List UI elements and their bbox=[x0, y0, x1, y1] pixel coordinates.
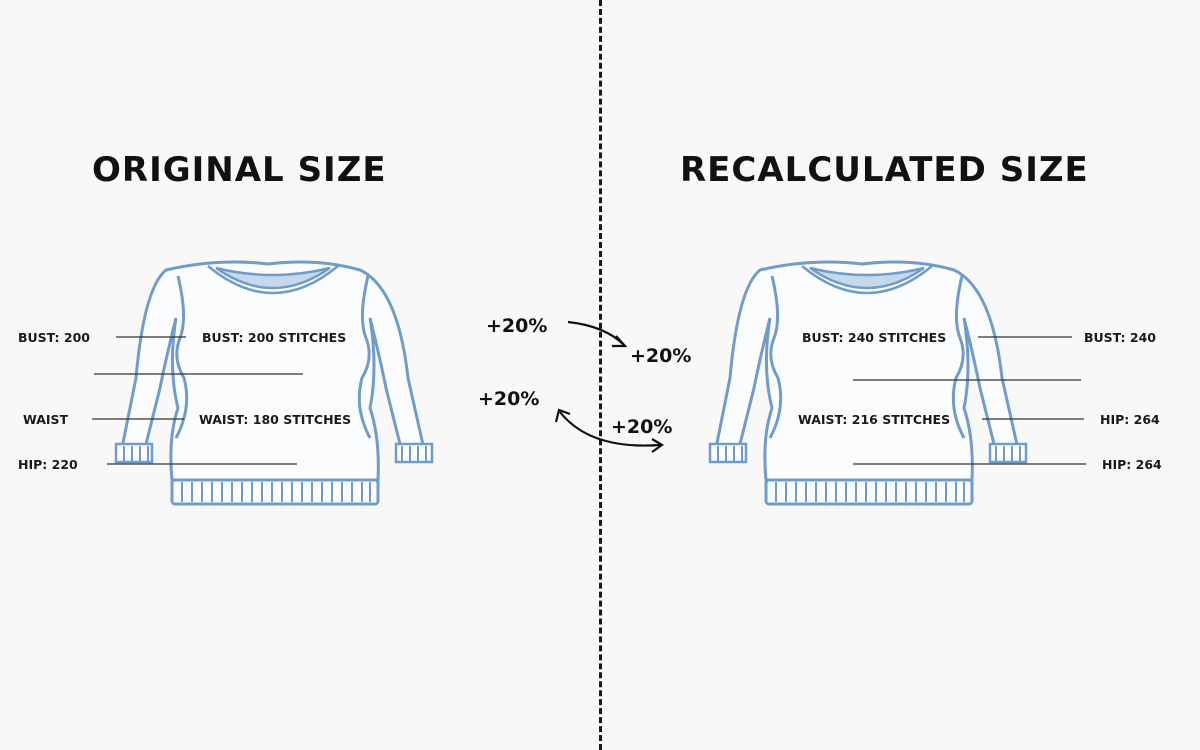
recalculated-hip-outer-label-2: HIP: 264 bbox=[1102, 457, 1162, 472]
original-sweater-icon bbox=[114, 260, 434, 506]
recalculated-size-title: RECALCULATED SIZE bbox=[680, 150, 1089, 190]
arrow-icons bbox=[554, 320, 665, 453]
recalculated-hip-outer-label-1: HIP: 264 bbox=[1100, 412, 1160, 427]
recalculated-waist-inner-label: WAIST: 216 STITCHES bbox=[798, 412, 951, 427]
dashed-divider bbox=[599, 0, 602, 750]
recalculated-measurement-lines bbox=[853, 336, 1086, 465]
increase-label-top-right: +20% bbox=[630, 345, 692, 367]
double-arrow-icon bbox=[559, 411, 661, 447]
original-hip-outer-label: HIP: 220 bbox=[18, 457, 78, 472]
original-bust-inner-label: BUST: 200 STITCHES bbox=[202, 330, 347, 345]
original-waist-inner-label: WAIST: 180 STITCHES bbox=[199, 412, 352, 427]
arrow-right-icon bbox=[567, 320, 625, 346]
recalculated-bust-outer-label: BUST: 240 bbox=[1084, 330, 1156, 345]
increase-label-bottom-right: +20% bbox=[611, 416, 673, 438]
original-waist-outer-label: WAIST bbox=[23, 412, 69, 427]
recalculated-bust-inner-label: BUST: 240 STITCHES bbox=[802, 330, 947, 345]
original-bust-outer-label: BUST: 200 bbox=[18, 330, 90, 345]
recalculated-sweater-icon bbox=[708, 260, 1028, 506]
increase-label-bottom-left: +20% bbox=[478, 388, 540, 410]
original-measurement-lines bbox=[92, 336, 303, 465]
increase-label-top-left: +20% bbox=[486, 315, 548, 337]
original-size-title: ORIGINAL SIZE bbox=[92, 150, 387, 190]
